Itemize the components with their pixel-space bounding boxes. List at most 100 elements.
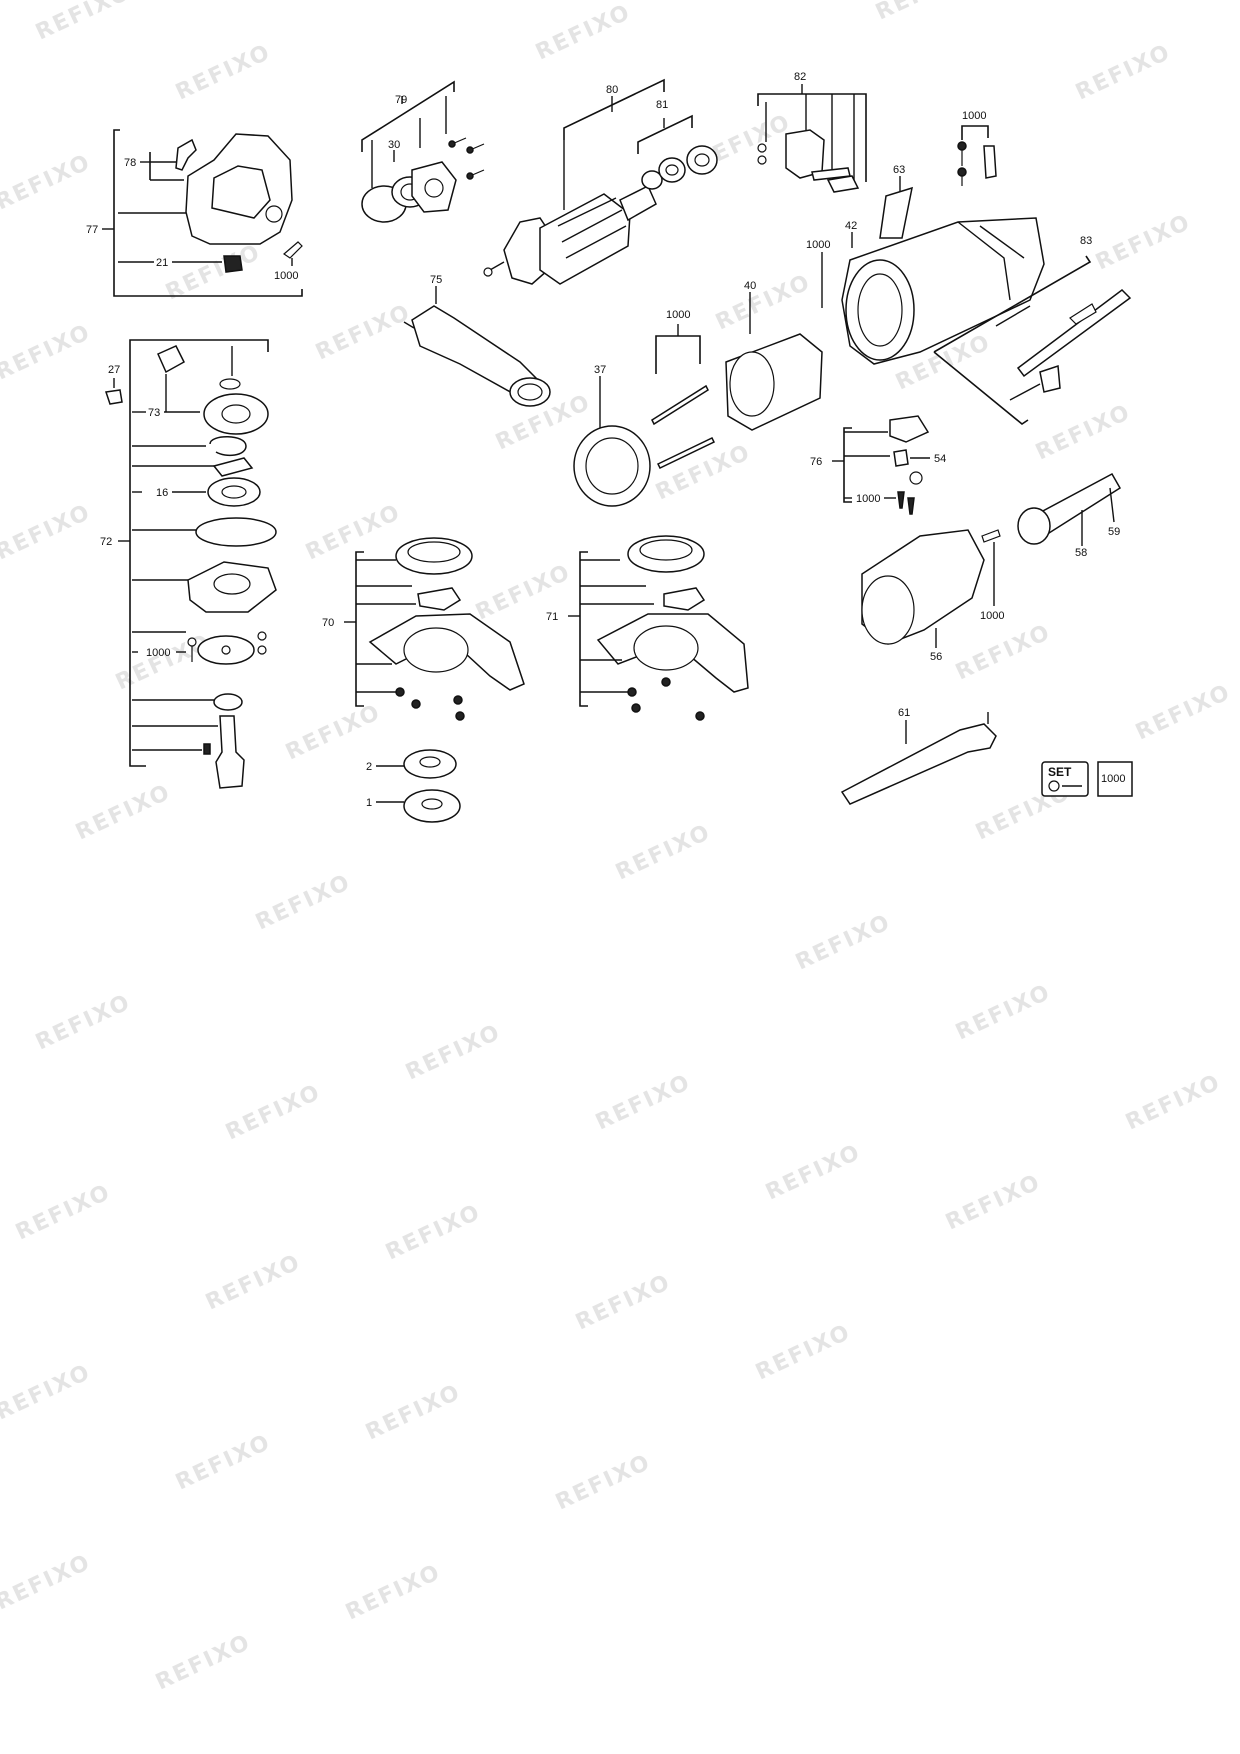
watermark-text: REFIXO <box>72 780 175 846</box>
label-1: 1 <box>366 797 372 809</box>
label-27: 27 <box>108 364 120 376</box>
armature-core <box>539 193 631 285</box>
label-1000-switch: 1000 <box>962 110 986 122</box>
set-number: 1000 <box>1101 773 1125 785</box>
label-42: 42 <box>845 220 857 232</box>
watermark-text: REFIXO <box>612 820 715 886</box>
group-flanges: 2 1 <box>366 749 461 823</box>
switch-rod-83 <box>1016 289 1132 378</box>
label-77: 77 <box>86 224 98 236</box>
watermark-text: REFIXO <box>572 1270 675 1336</box>
group-77-gear-cover: 77 78 21 1000 <box>86 129 303 297</box>
bushing-21 <box>223 255 243 273</box>
watermark-text: REFIXO <box>0 320 95 386</box>
label-80: 80 <box>606 84 618 96</box>
label-30: 30 <box>388 139 400 151</box>
watermark-text: REFIXO <box>172 1430 275 1496</box>
label-59: 59 <box>1108 526 1120 538</box>
brush-holder <box>889 415 930 443</box>
watermark-text: REFIXO <box>32 0 135 45</box>
nameplate-63 <box>879 186 913 239</box>
watermark-text: REFIXO <box>382 1200 485 1266</box>
group-1000-switch-screws: 1000 <box>957 110 997 186</box>
watermark-text: REFIXO <box>252 870 355 936</box>
label-78: 78 <box>124 157 136 169</box>
label-82: 82 <box>794 71 806 83</box>
group-70-guard: 70 <box>322 537 525 721</box>
washer-73 <box>219 378 241 390</box>
watermark-text: REFIXO <box>312 300 415 366</box>
switch-button <box>1039 364 1061 393</box>
watermark-text: REFIXO <box>302 500 405 566</box>
pin-spanner-61 <box>840 723 997 805</box>
watermark-text: REFIXO <box>1072 40 1175 106</box>
label-58: 58 <box>1075 547 1087 559</box>
watermark-text: REFIXO <box>112 630 215 696</box>
carbon-brush-54 <box>893 449 909 467</box>
watermark-text: REFIXO <box>1132 680 1235 746</box>
watermark-text: REFIXO <box>402 1020 505 1086</box>
watermark-text: REFIXO <box>712 270 815 336</box>
group-42-motor-housing: 63 42 1000 <box>806 164 1045 365</box>
watermark-text: REFIXO <box>342 1560 445 1626</box>
watermark-text: REFIXO <box>752 1320 855 1386</box>
group-80-armature: 80 81 <box>483 78 718 285</box>
label-79: 79 <box>395 94 407 106</box>
label-83: 83 <box>1080 235 1092 247</box>
label-81: 81 <box>656 99 668 111</box>
label-63: 63 <box>893 164 905 176</box>
label-16: 16 <box>156 487 168 499</box>
watermark-text: REFIXO <box>792 910 895 976</box>
watermark-text: REFIXO <box>362 1380 465 1446</box>
cover-screw <box>981 529 1001 543</box>
group-72-gearbox: 72 27 73 16 1000 <box>100 339 277 789</box>
watermark-text: REFIXO <box>1092 210 1195 276</box>
watermark-text: REFIXO <box>12 1180 115 1246</box>
watermark-text: REFIXO <box>152 1630 255 1696</box>
watermark-text: REFIXO <box>1122 1070 1225 1136</box>
watermark-text: REFIXO <box>652 440 755 506</box>
group-71-guard: 71 <box>546 535 749 721</box>
watermark-text: REFIXO <box>282 700 385 766</box>
watermark-text: REFIXO <box>942 1170 1045 1236</box>
label-71: 71 <box>546 611 558 623</box>
label-1000-gear: 1000 <box>146 647 170 659</box>
watermark-text: REFIXO <box>472 560 575 626</box>
watermark-text: REFIXO <box>762 1140 865 1206</box>
set-screw-icon <box>1048 780 1060 792</box>
label-1000-housing: 1000 <box>806 239 830 251</box>
circlip <box>209 436 247 457</box>
group-56-rear-cover: 1000 56 <box>861 529 1004 663</box>
watermark-text: REFIXO <box>202 1250 305 1316</box>
watermark-text: REFIXO <box>532 0 635 65</box>
watermark-text: REFIXO <box>0 1360 95 1426</box>
set-1000-box: SET 1000 <box>1041 761 1133 797</box>
label-2: 2 <box>366 761 372 773</box>
label-61: 61 <box>898 707 910 719</box>
label-1000-cover-screw: 1000 <box>274 270 298 282</box>
group-61-spanner: 61 <box>840 707 997 805</box>
brush-spring <box>909 471 923 485</box>
guard-lever-70 <box>417 587 462 611</box>
label-1000-cover: 1000 <box>980 610 1004 622</box>
label-72: 72 <box>100 536 112 548</box>
label-21: 21 <box>156 257 168 269</box>
watermark-text: REFIXO <box>1032 400 1135 466</box>
label-76: 76 <box>810 456 822 468</box>
label-40: 40 <box>744 280 756 292</box>
group-75-side-handle: 75 <box>403 274 551 407</box>
watermark-text: REFIXO <box>32 990 135 1056</box>
watermark-text: REFIXO <box>0 1550 95 1616</box>
label-54: 54 <box>934 453 946 465</box>
stator-screw-a <box>651 384 709 426</box>
label-1000-brush: 1000 <box>856 493 880 505</box>
trigger-lever <box>175 138 197 171</box>
watermark-text: REFIXO <box>952 980 1055 1046</box>
set-label: SET <box>1048 765 1072 779</box>
watermark-text: REFIXO <box>172 40 275 106</box>
nut-27 <box>105 389 123 405</box>
screw-1000-cover <box>283 241 303 259</box>
switch-lock <box>983 145 997 179</box>
label-70: 70 <box>322 617 334 629</box>
